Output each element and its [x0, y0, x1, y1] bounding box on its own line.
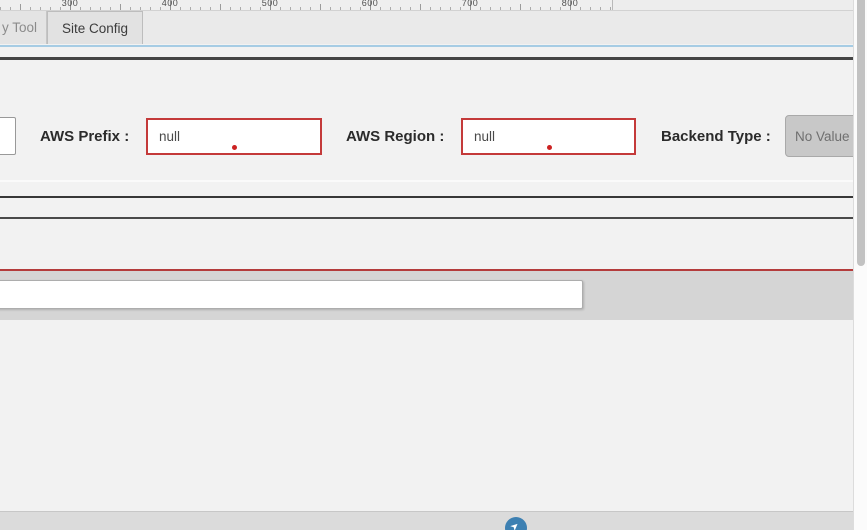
panel-divider [0, 196, 853, 198]
aws-region-input[interactable]: null [461, 118, 636, 155]
ruler-label: 600 [361, 0, 379, 8]
ruler-label: 800 [561, 0, 579, 8]
tab-site-config[interactable]: Site Config [47, 11, 143, 44]
red-divider [0, 269, 853, 271]
scrollbar-thumb[interactable] [857, 0, 865, 266]
tab-query-tool[interactable]: y Tool [0, 11, 47, 44]
ruler-label: 400 [161, 0, 179, 8]
ruler-label: 700 [461, 0, 479, 8]
blue-separator-line [0, 45, 853, 47]
aws-region-value: null [474, 129, 496, 144]
invalid-marker-dot [546, 145, 552, 150]
panel-divider [0, 57, 853, 60]
aws-prefix-input[interactable]: null [146, 118, 322, 155]
ruler: 300 400 500 600 700 800 [0, 0, 613, 10]
ruler-row: 300 400 500 600 700 800 [0, 0, 853, 10]
tab-label: Site Config [61, 20, 129, 36]
faint-divider [0, 180, 853, 182]
tab-bar: y Tool Site Config [0, 10, 853, 44]
ruler-label: 300 [61, 0, 79, 8]
footer-band: ➤ [0, 511, 853, 530]
vertical-scrollbar[interactable] [853, 0, 867, 530]
ruler-label: 500 [261, 0, 279, 8]
toolbar-text-input[interactable] [0, 280, 583, 309]
panel-divider [0, 217, 853, 219]
site-config-form: AWS Prefix : null AWS Region : null Back… [0, 60, 860, 180]
aws-region-label: AWS Region : [346, 128, 445, 145]
send-button[interactable]: ➤ [505, 517, 527, 530]
paper-plane-icon: ➤ [508, 519, 522, 530]
backend-type-label: Backend Type : [661, 128, 771, 145]
invalid-marker-dot [232, 145, 237, 150]
aws-prefix-label: AWS Prefix : [40, 128, 130, 145]
tab-label: y Tool [1, 20, 37, 35]
backend-type-field[interactable]: No Value [785, 115, 860, 157]
backend-type-value: No Value [795, 128, 850, 144]
aws-prefix-value: null [159, 129, 181, 144]
toolbar-band [0, 271, 853, 320]
truncated-input-field[interactable] [0, 117, 16, 155]
